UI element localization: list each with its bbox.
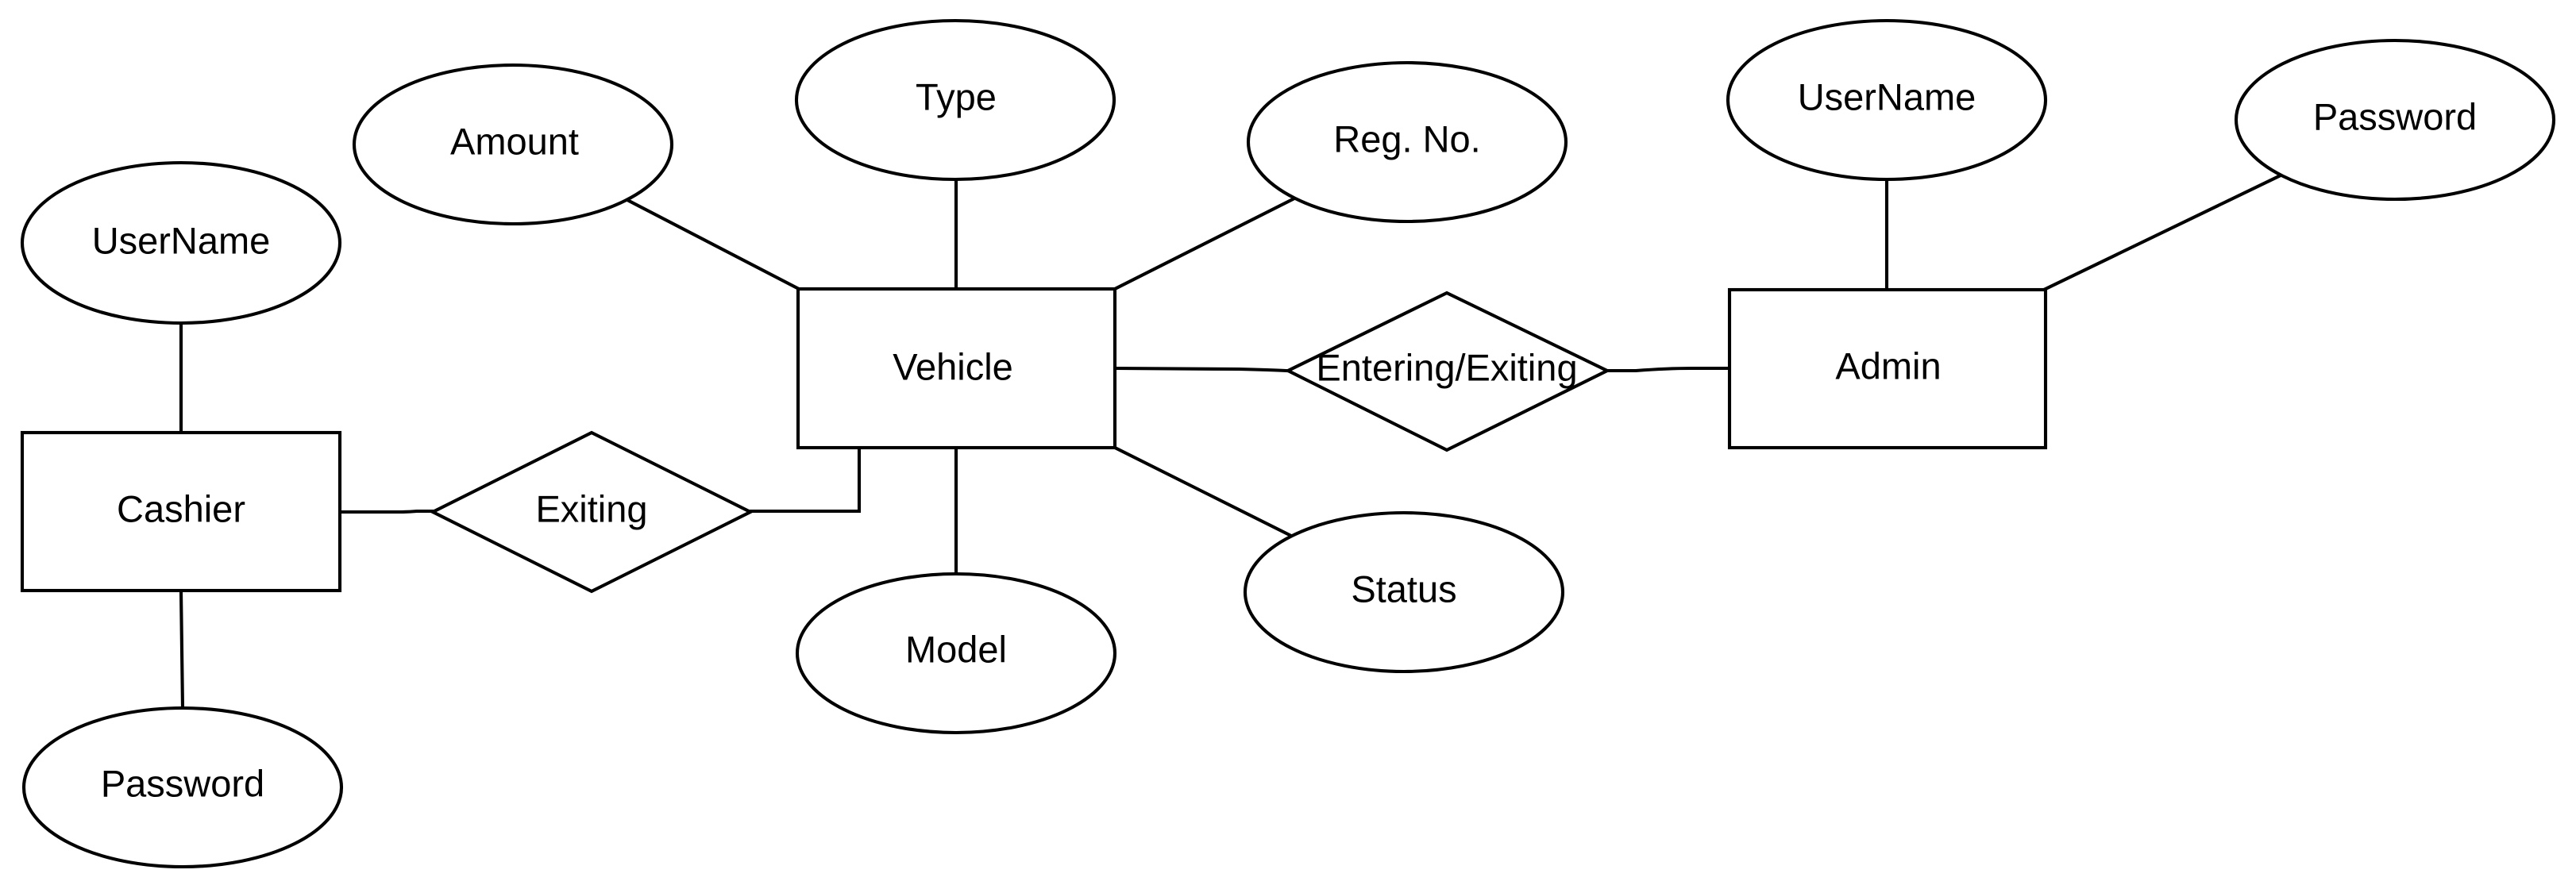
cashier-password-attribute: Password: [21, 706, 344, 869]
cashier-label: Cashier: [117, 488, 245, 530]
connectors: [179, 172, 2285, 710]
vehicle-label: Vehicle: [893, 346, 1013, 388]
edge-admin-password: [2043, 172, 2285, 291]
admin-password-attribute: Password: [2234, 38, 2556, 202]
vehicle-type-label: Type: [916, 76, 997, 118]
edge-exiting-vehicle: [748, 445, 862, 514]
edge-vehicle-status: [1113, 445, 1295, 539]
cashier-password-label: Password: [101, 763, 264, 805]
vehicle-model-label: Model: [905, 629, 1007, 671]
entering-exiting-relationship: Entering/Exiting: [1284, 291, 1611, 452]
edge-cashier-password: [179, 589, 185, 710]
edge-entering-admin: [1605, 366, 1733, 373]
vehicle-regno-label: Reg. No.: [1333, 118, 1480, 160]
vehicle-entity: Vehicle: [796, 287, 1117, 450]
admin-entity: Admin: [1727, 287, 2048, 450]
edge-vehicle-amount: [625, 198, 801, 291]
admin-username-attribute: UserName: [1726, 18, 2048, 182]
entering-exiting-label: Entering/Exiting: [1316, 347, 1577, 389]
admin-password-label: Password: [2313, 96, 2477, 138]
edge-vehicle-regno: [1113, 194, 1300, 291]
vehicle-type-attribute: Type: [794, 18, 1116, 182]
cashier-username-attribute: UserName: [20, 160, 342, 325]
exiting-label: Exiting: [535, 488, 647, 530]
admin-username-label: UserName: [1798, 76, 1976, 118]
vehicle-amount-label: Amount: [450, 121, 579, 163]
admin-label: Admin: [1835, 345, 1941, 387]
edge-vehicle-entering: [1113, 366, 1289, 373]
exiting-relationship: Exiting: [429, 430, 754, 594]
vehicle-regno-attribute: Reg. No.: [1246, 60, 1568, 224]
vehicle-status-attribute: Status: [1243, 510, 1565, 674]
vehicle-status-label: Status: [1351, 568, 1456, 610]
edge-cashier-exiting: [339, 509, 435, 514]
vehicle-model-attribute: Model: [795, 572, 1117, 735]
cashier-entity: Cashier: [20, 430, 342, 593]
vehicle-amount-attribute: Amount: [352, 63, 674, 226]
cashier-username-label: UserName: [92, 220, 271, 262]
